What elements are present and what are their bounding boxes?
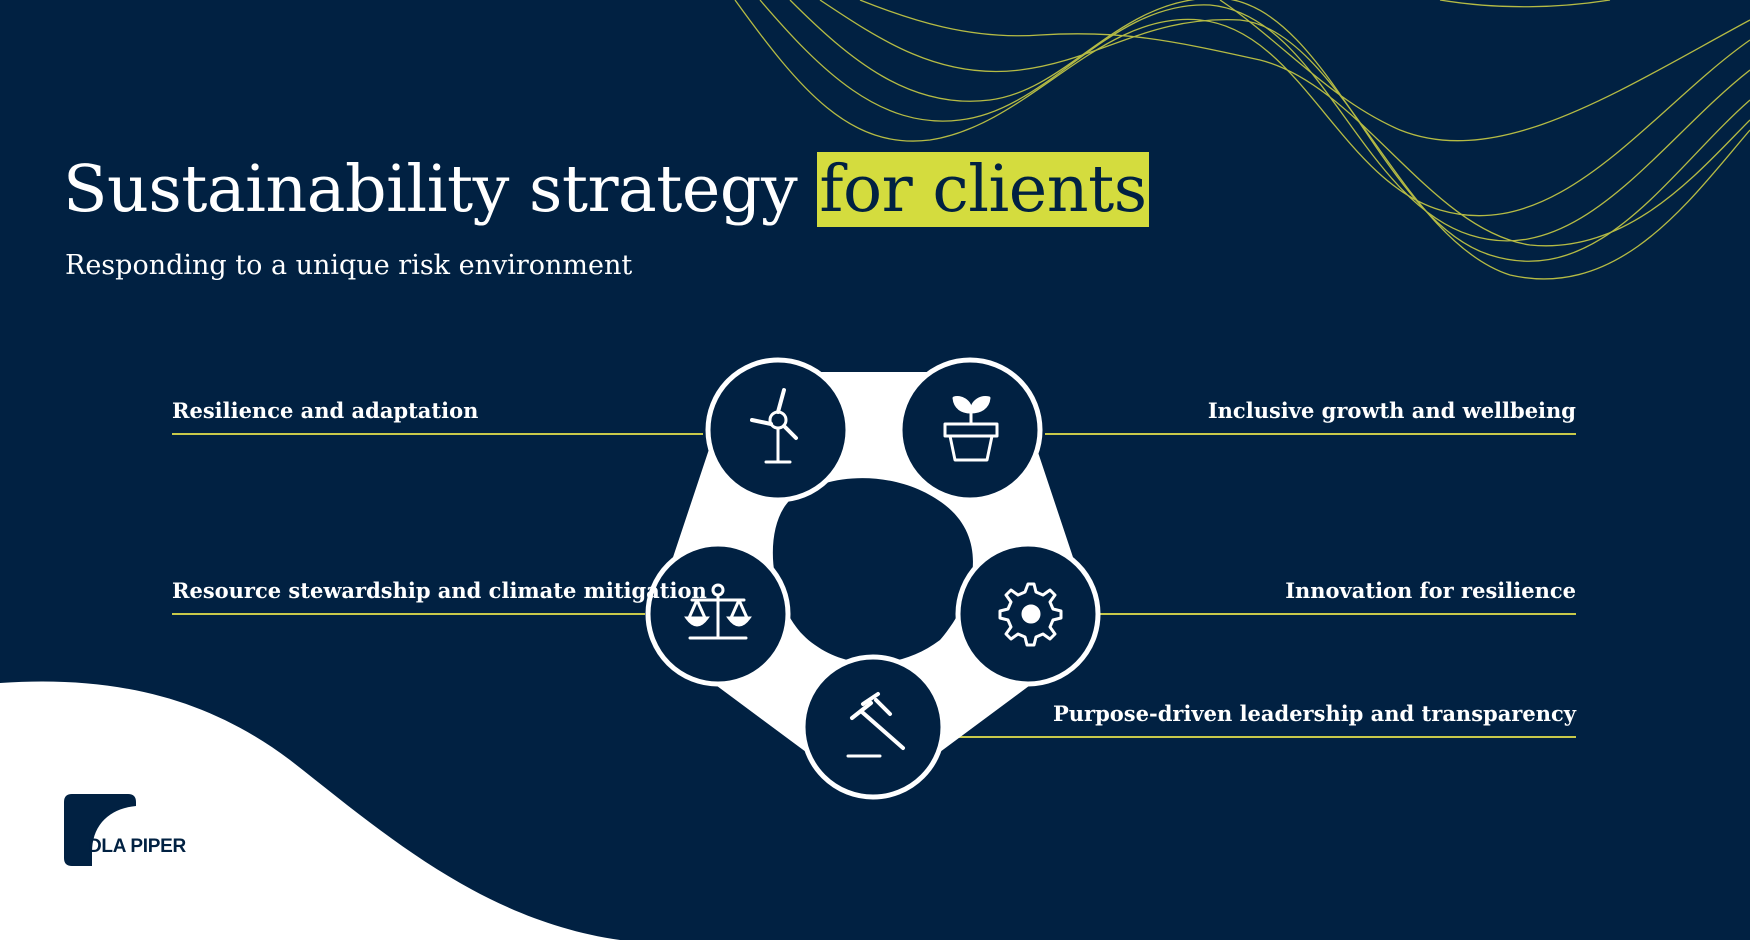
ring-center [772,478,973,664]
logo-text: DLA PIPER [88,836,186,857]
decorative-waves [734,0,1750,280]
pillar-label-resilience: Resilience and adaptation [172,398,479,423]
pillar-label-purpose: Purpose-driven leadership and transparen… [1052,701,1576,726]
circle-inclusive [897,357,1043,503]
gavel-icon [846,692,905,758]
wind-turbine-icon [750,388,798,464]
pillar-label-resource: Resource stewardship and climate mitigat… [172,578,707,603]
title-main: Sustainability strategy [63,152,818,227]
circle-purpose [800,654,946,800]
pillar-label-inclusive: Inclusive growth and wellbeing [1207,398,1576,423]
gear-icon [998,582,1063,647]
scales-icon [684,583,752,640]
page-title: Sustainability strategy for clients [63,150,1149,230]
page-subtitle: Responding to a unique risk environment [65,250,633,281]
plant-pot-icon [943,396,999,462]
white-wave-shape [0,681,620,940]
logo-mark [64,794,136,866]
title-highlight: for clients [817,152,1149,227]
connector-lines [172,433,1576,738]
pillar-label-innovation: Innovation for resilience [1285,578,1576,603]
